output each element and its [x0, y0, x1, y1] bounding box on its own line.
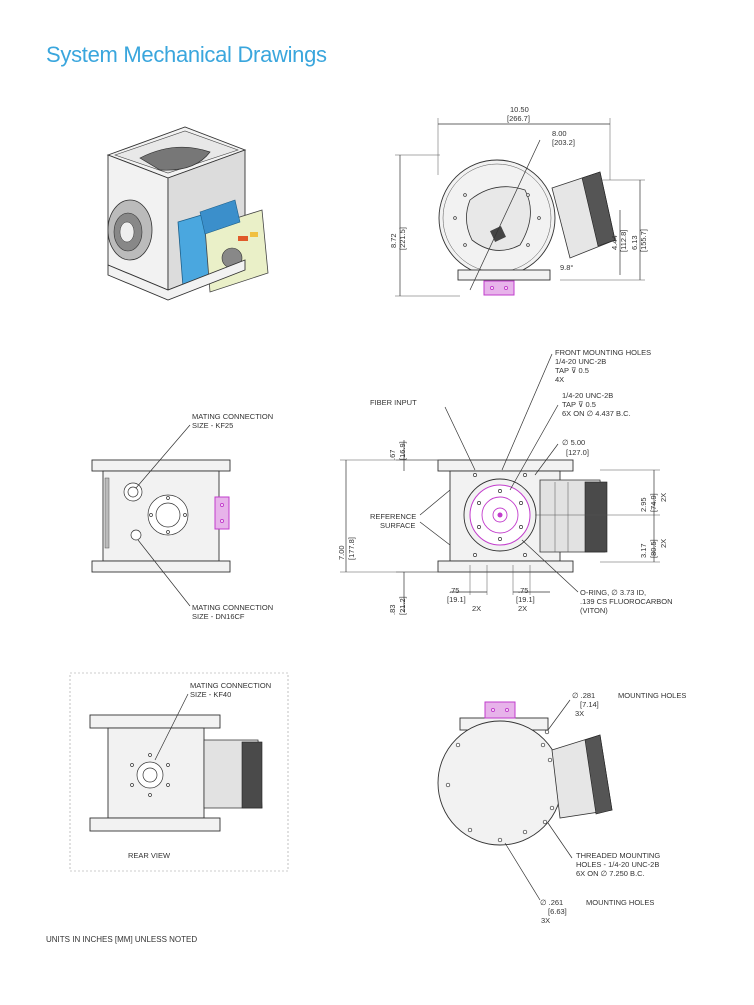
front-mount-line1: FRONT MOUNTING HOLES: [555, 348, 651, 357]
top-offset-mm: [16.9]: [398, 441, 407, 460]
oring-line3: (VITON): [580, 606, 608, 615]
top-view: 10.50 [266.7] 8.00 [203.2] 8.72 [221.5] …: [389, 105, 648, 297]
r295-in: 2.95: [639, 497, 648, 512]
top-side2-mm: [155.7]: [639, 229, 648, 252]
top-offset-in: .67: [388, 450, 397, 460]
b83-mm: [21.2]: [398, 596, 407, 615]
oring-line1: O-RING, ∅ 3.73 ID,: [580, 588, 646, 597]
b75b-count: 2X: [518, 604, 527, 613]
b75b-mm: [19.1]: [516, 595, 535, 604]
r317-in: 3.17: [639, 543, 648, 558]
front-view: FRONT MOUNTING HOLES 1/4-20 UNC-2B TAP ⊽…: [337, 348, 673, 615]
b75a-mm: [19.1]: [447, 595, 466, 604]
unc-line2: TAP ⊽ 0.5: [562, 400, 596, 409]
rear-view-caption: REAR VIEW: [128, 851, 171, 860]
r295-count: 2X: [659, 493, 668, 502]
page-title: System Mechanical Drawings: [46, 42, 327, 67]
rear-view: MATING CONNECTION SIZE - KF40 REAR VIEW: [69, 672, 289, 872]
top-side1-in: 4.44: [610, 235, 619, 250]
unc-line3: 6X ON ∅ 4.437 B.C.: [562, 409, 631, 418]
b75a-in: .75: [449, 586, 459, 595]
reference-label-line2: SURFACE: [380, 521, 415, 530]
top-dia-mm: [203.2]: [552, 138, 575, 147]
b75b-in: .75: [518, 586, 528, 595]
r295-mm: [74.9]: [649, 493, 658, 512]
mh-label: MOUNTING HOLES: [618, 691, 686, 700]
top-angle: 9.8°: [560, 263, 573, 272]
height7-in: 7.00: [337, 545, 346, 560]
kf25-label-line2: SIZE - KF25: [192, 421, 233, 430]
dn16-label-line1: MATING CONNECTION: [192, 603, 273, 612]
unc-line1: 1/4-20 UNC-2B: [562, 391, 613, 400]
threaded-line2: HOLES - 1/4-20 UNC-2B: [576, 860, 659, 869]
oring-line2: .139 CS FLUOROCARBON: [580, 597, 673, 606]
top-dia-in: 8.00: [552, 129, 567, 138]
dn16-label-line2: SIZE - DN16CF: [192, 612, 245, 621]
dia5-in: ∅ 5.00: [562, 438, 585, 447]
mh-mm: [7.14]: [580, 700, 599, 709]
mh-count: 3X: [575, 709, 584, 718]
threaded-line3: 6X ON ∅ 7.250 B.C.: [576, 869, 645, 878]
top-height-in: 8.72: [389, 233, 398, 248]
top-height-mm: [221.5]: [398, 227, 407, 250]
kf25-label-line1: MATING CONNECTION: [192, 412, 273, 421]
height7-mm: [177.8]: [347, 537, 356, 560]
bottom-view: ∅ .281 [7.14] 3X MOUNTING HOLES THREADED…: [437, 691, 686, 925]
kf40-label-line1: MATING CONNECTION: [190, 681, 271, 690]
top-side2-in: 6.13: [630, 235, 639, 250]
mh2-mm: [6.63]: [548, 907, 567, 916]
mh2-count: 3X: [541, 916, 550, 925]
top-width-mm: [266.7]: [507, 114, 530, 123]
fiber-input-label: FIBER INPUT: [370, 398, 417, 407]
threaded-line1: THREADED MOUNTING: [576, 851, 660, 860]
mh-dia: ∅ .281: [572, 691, 595, 700]
b83-in: .83: [388, 605, 397, 615]
isometric-view: [106, 126, 269, 301]
reference-label-line1: REFERENCE: [370, 512, 416, 521]
kf40-label-line2: SIZE - KF40: [190, 690, 231, 699]
top-side1-mm: [112.8]: [619, 230, 628, 252]
r317-mm: [80.5]: [649, 539, 658, 558]
units-note: UNITS IN INCHES [MM] UNLESS NOTED: [46, 935, 198, 944]
side-view: MATING CONNECTION SIZE - KF25 MATING CON…: [91, 412, 273, 621]
mh2-dia: ∅ .261: [540, 898, 563, 907]
r317-count: 2X: [659, 539, 668, 548]
front-mount-line3: TAP ⊽ 0.5: [555, 366, 589, 375]
dia5-mm: [127.0]: [566, 448, 589, 457]
front-mount-line4: 4X: [555, 375, 564, 384]
top-width-in: 10.50: [510, 105, 529, 114]
front-mount-line2: 1/4-20 UNC-2B: [555, 357, 606, 366]
mh2-label: MOUNTING HOLES: [586, 898, 654, 907]
b75a-count: 2X: [472, 604, 481, 613]
